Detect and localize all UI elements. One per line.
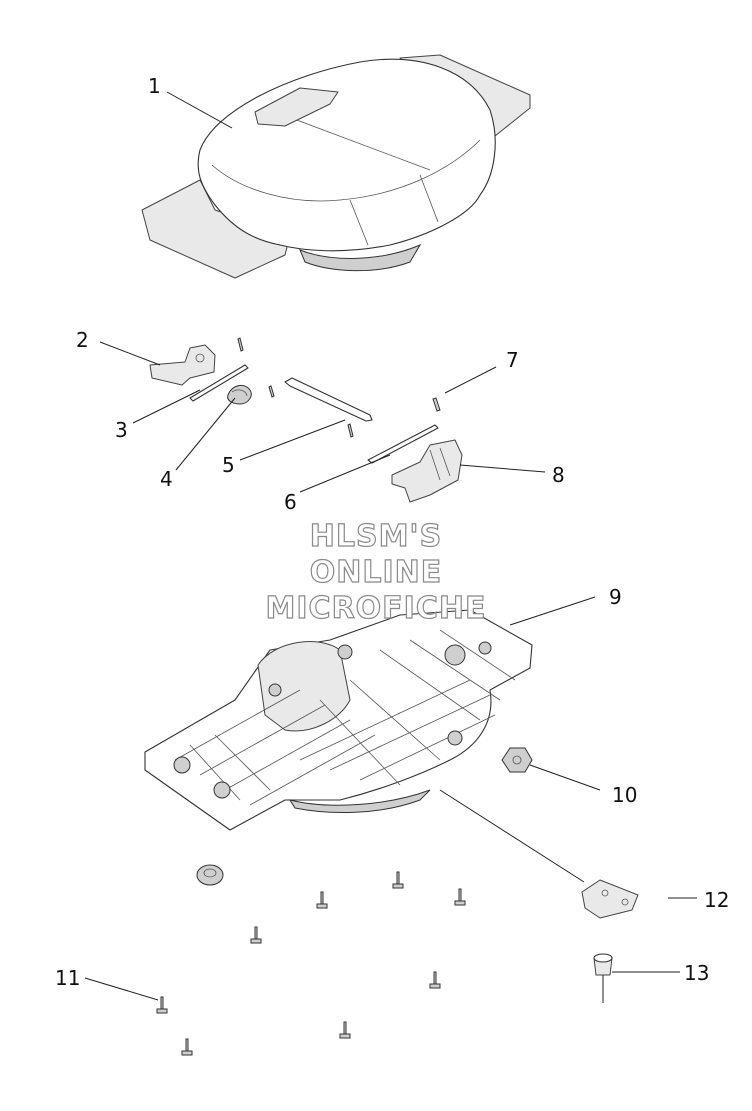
rivet-part-13[interactable] xyxy=(593,953,613,1003)
rod-part-6[interactable] xyxy=(367,424,439,464)
callout-10: 10 xyxy=(612,783,637,807)
screws-part-11[interactable] xyxy=(156,871,466,1056)
rod-part-3[interactable] xyxy=(189,337,249,402)
callout-labels: 1 2 3 4 5 6 7 8 9 10 11 12 13 xyxy=(55,74,729,990)
pin-part-7[interactable] xyxy=(432,397,441,412)
watermark-line-1: HLSM'S xyxy=(310,519,442,554)
grommet[interactable] xyxy=(196,864,224,886)
callout-5: 5 xyxy=(222,453,235,477)
callout-3: 3 xyxy=(115,418,128,442)
watermark-line-2: ONLINE xyxy=(310,555,443,590)
callout-12: 12 xyxy=(704,888,729,912)
cable-part-5[interactable] xyxy=(284,377,373,438)
callout-4: 4 xyxy=(160,467,173,491)
callout-11: 11 xyxy=(55,966,80,990)
callout-7: 7 xyxy=(506,348,519,372)
nut-part-10[interactable] xyxy=(501,747,533,773)
callout-9: 9 xyxy=(609,585,622,609)
watermark: HLSM'S ONLINE MICROFICHE xyxy=(265,518,487,626)
latch-bracket-part-8[interactable] xyxy=(391,439,463,503)
bracket-part-2[interactable] xyxy=(149,344,216,386)
seat-part-1[interactable] xyxy=(141,54,531,279)
callout-1: 1 xyxy=(148,74,161,98)
spring-part-4[interactable] xyxy=(227,384,275,405)
callout-2: 2 xyxy=(76,328,89,352)
watermark-line-3: MICROFICHE xyxy=(266,591,487,626)
callout-8: 8 xyxy=(552,463,565,487)
seat-pan-part-9[interactable] xyxy=(144,609,533,831)
leader-lines xyxy=(84,91,697,1001)
callout-6: 6 xyxy=(284,490,297,514)
clip-part-12[interactable] xyxy=(581,879,639,919)
callout-13: 13 xyxy=(684,961,709,985)
